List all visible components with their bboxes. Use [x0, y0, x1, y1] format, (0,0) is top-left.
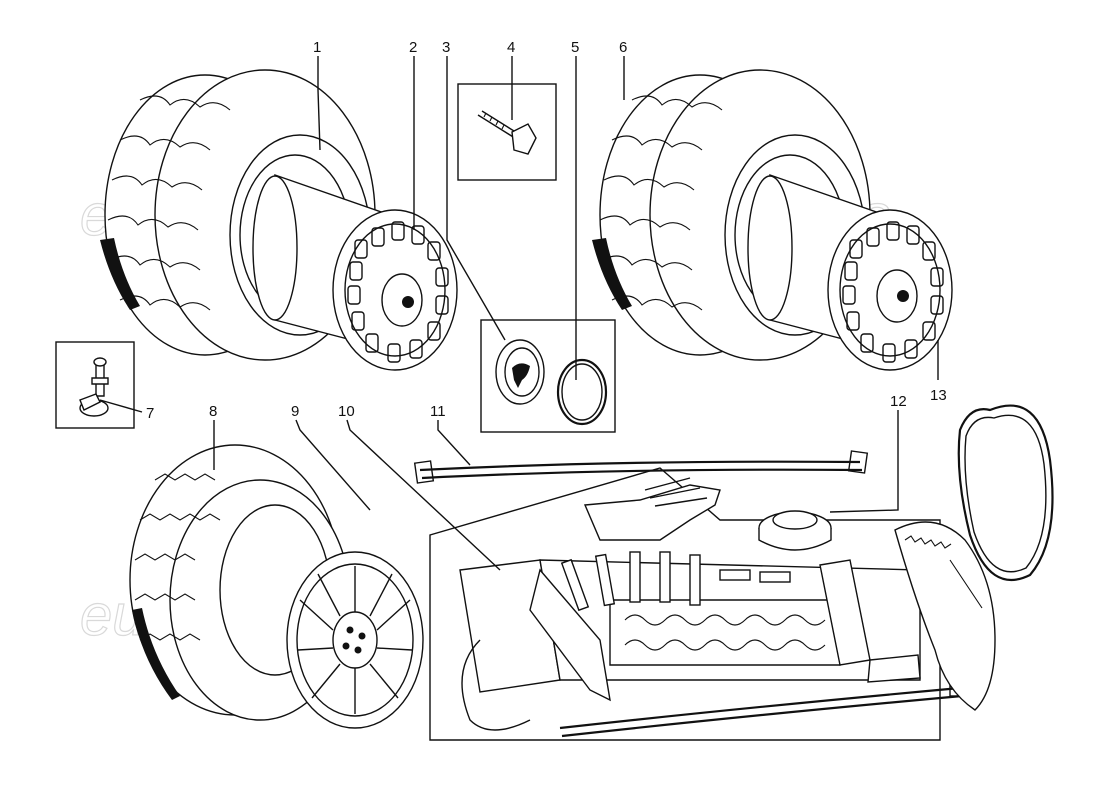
callout-2: 2	[409, 39, 417, 56]
rear-wheel-tyre-left-icon	[100, 69, 458, 371]
glove-icon	[583, 477, 721, 541]
toothed-belt-icon	[894, 521, 996, 711]
callout-6: 6	[619, 39, 627, 56]
callout-5: 5	[571, 39, 579, 56]
callout-leaders	[99, 56, 939, 571]
valve-icon	[55, 341, 135, 429]
callout-7: 7	[146, 405, 154, 422]
grip-cap-icon	[758, 510, 832, 551]
callout-9: 9	[291, 403, 299, 420]
hubcap-and-ring-icon	[480, 319, 616, 433]
callout-8: 8	[209, 403, 217, 420]
callout-numbers: 1 2 3 4 5 6 7 8 9 10 11 12 13	[146, 39, 947, 422]
tool-roll-icon	[429, 467, 965, 741]
rear-wheel-tyre-right-icon	[592, 69, 953, 371]
callout-11: 11	[430, 403, 446, 420]
callout-12: 12	[890, 393, 907, 410]
spare-wheel-icon	[129, 444, 424, 729]
callout-4: 4	[507, 39, 515, 56]
strap-icon	[413, 450, 869, 484]
callout-10: 10	[338, 403, 355, 420]
callout-3: 3	[442, 39, 450, 56]
belt-icon	[957, 404, 1054, 581]
wheel-bolt-icon	[457, 83, 557, 181]
callout-13: 13	[930, 387, 947, 404]
callout-1: 1	[313, 39, 321, 56]
